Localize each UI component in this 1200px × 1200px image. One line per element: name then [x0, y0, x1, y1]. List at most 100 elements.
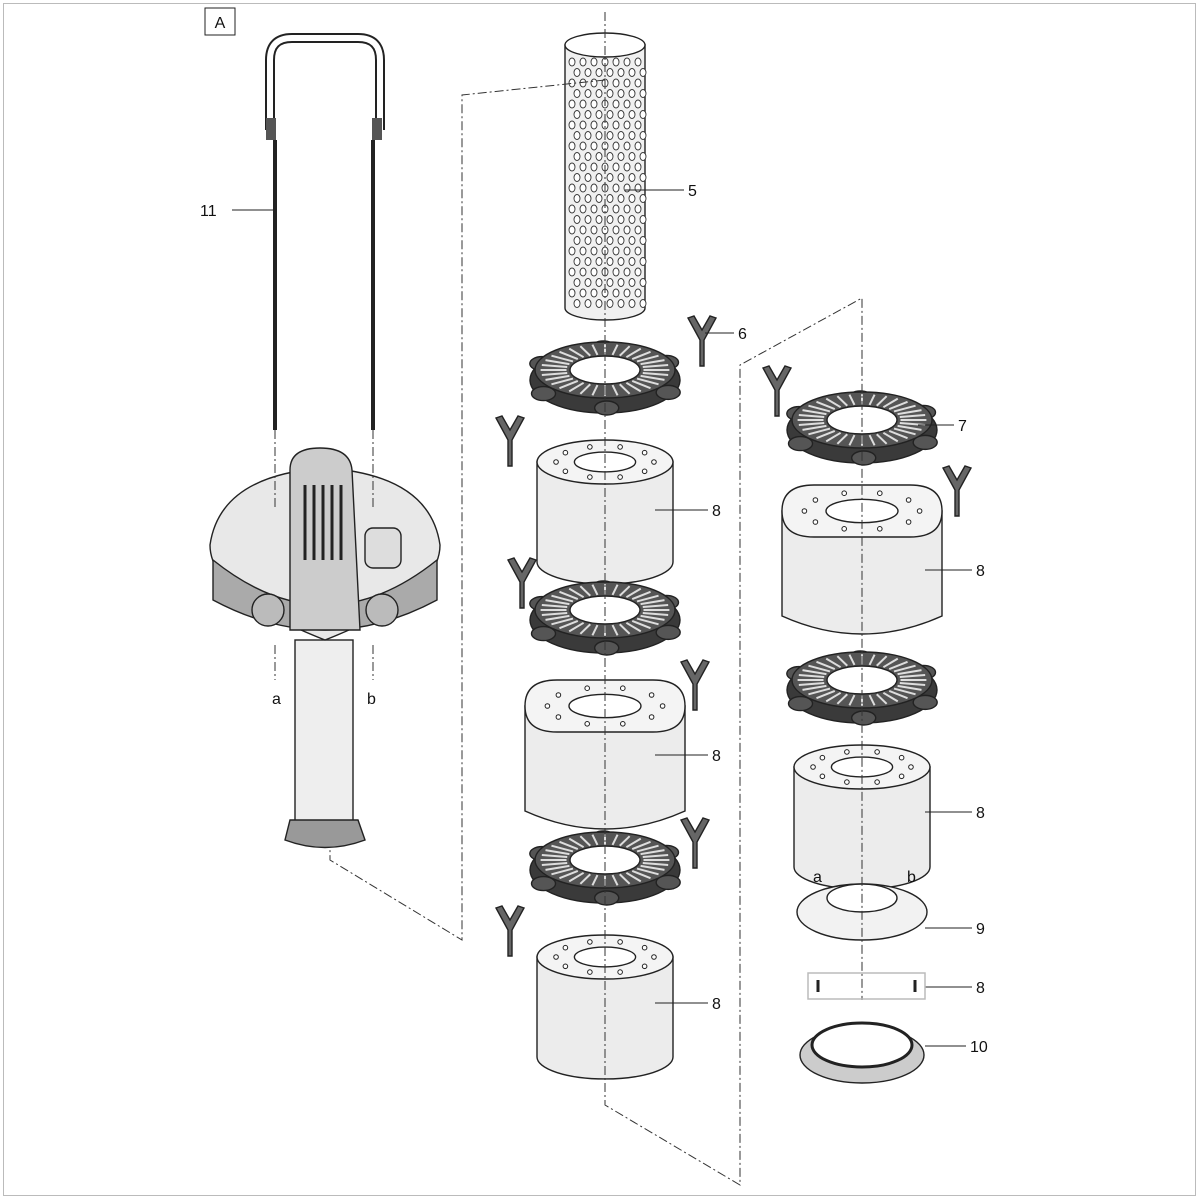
- tube-perforation: [573, 194, 581, 203]
- foam-hole-small: [641, 944, 648, 951]
- foam-hole-small: [916, 508, 923, 514]
- ring-slot: [882, 657, 899, 669]
- foam-hole-small: [659, 703, 666, 709]
- tube-perforation: [623, 267, 631, 277]
- ring-slot: [541, 612, 568, 617]
- callout-11: 11: [200, 203, 217, 220]
- handle-clip: [372, 118, 382, 140]
- tube-perforation: [595, 299, 603, 308]
- tube-perforation: [573, 152, 581, 161]
- tube-perforation: [595, 110, 603, 119]
- clip-body: [761, 365, 793, 417]
- tube-perforation: [590, 99, 598, 109]
- foam-hole-small: [876, 490, 883, 496]
- ring-tab: [530, 385, 557, 402]
- ring-slot: [808, 404, 831, 413]
- retaining-clip: [761, 365, 793, 417]
- ring-slot: [642, 363, 669, 368]
- ring-slot: [642, 853, 669, 858]
- panel-label: A: [215, 15, 226, 32]
- tube-perforation: [568, 225, 576, 235]
- tube-perforation: [639, 194, 647, 203]
- tube-perforation: [623, 99, 631, 109]
- foam-hole-small: [562, 944, 569, 951]
- ring-slot: [611, 624, 619, 636]
- ring-slot: [636, 867, 659, 876]
- ring-slot: [836, 395, 848, 407]
- ring-slot: [848, 434, 856, 446]
- clip-body: [679, 659, 711, 711]
- ring-slot: [625, 621, 642, 633]
- ring-slot: [545, 374, 570, 381]
- tube-perforation: [612, 183, 620, 193]
- tube-perforation: [573, 173, 581, 182]
- foam-hole-small: [544, 703, 551, 709]
- ring-slot: [882, 431, 899, 443]
- tube-perforation: [568, 120, 576, 130]
- tube-perforation: [579, 225, 587, 235]
- ring-slot: [541, 862, 568, 867]
- ring-slot: [551, 617, 574, 626]
- tube-perforation: [573, 215, 581, 224]
- ring-slot: [888, 689, 908, 700]
- ring-tab: [530, 625, 557, 642]
- ring-slot: [802, 669, 827, 676]
- retaining-clip: [494, 415, 526, 467]
- ring-slot: [551, 844, 574, 853]
- ring-slot: [808, 427, 831, 436]
- ring-slot: [568, 837, 585, 849]
- tube-perforation: [590, 246, 598, 256]
- tube-perforation: [617, 68, 625, 77]
- ring-slot: [568, 347, 585, 359]
- tube-perforation: [623, 204, 631, 214]
- ring-slot: [579, 835, 591, 847]
- tube-perforation: [606, 152, 614, 161]
- foam-hole-small: [841, 490, 848, 496]
- ring-slot: [568, 381, 585, 393]
- tube-perforation: [623, 57, 631, 67]
- ring-slot: [836, 655, 848, 667]
- foam-hole-small: [648, 692, 655, 698]
- filter-tube: [294, 639, 354, 826]
- tube-perforation: [628, 299, 636, 308]
- ring-slot: [868, 434, 876, 446]
- foam-hole-small: [876, 526, 883, 532]
- ring-slot: [568, 587, 585, 599]
- tube-perforation: [623, 120, 631, 130]
- ring-slot: [836, 693, 848, 705]
- ring-slot: [876, 395, 888, 407]
- tube-perforation: [639, 89, 647, 98]
- bottom-seal-ring: [799, 1021, 925, 1084]
- ring-slot: [611, 384, 619, 396]
- foam-hole-small: [619, 721, 626, 727]
- ring-slot: [591, 344, 599, 356]
- tube-perforation: [634, 183, 642, 193]
- ring-slot: [619, 623, 631, 635]
- ring-tab: [850, 450, 877, 466]
- callout-8: 8: [712, 748, 721, 765]
- ring-slot: [816, 429, 836, 440]
- retaining-clip: [679, 817, 711, 869]
- tube-perforation: [590, 57, 598, 67]
- tube-perforation: [634, 141, 642, 151]
- ring-slot: [559, 869, 579, 880]
- port-label-b: b: [907, 869, 916, 886]
- ring-slot: [541, 363, 568, 368]
- ring-slot: [619, 585, 631, 597]
- port-label-a: a: [813, 869, 822, 886]
- callout-8: 8: [712, 503, 721, 520]
- tube-perforation: [584, 278, 592, 287]
- tube-perforation: [623, 141, 631, 151]
- tube-perforation: [606, 299, 614, 308]
- tube-perforation: [612, 246, 620, 256]
- tube-perforation: [573, 236, 581, 245]
- foam-hole-small: [617, 969, 623, 975]
- ring-slot: [868, 654, 876, 666]
- tube-perforation: [612, 204, 620, 214]
- clip-body: [686, 315, 718, 367]
- handle-grip: [265, 33, 385, 130]
- foam-hole-small: [819, 773, 826, 780]
- tube-perforation: [639, 278, 647, 287]
- ring-slot: [893, 687, 916, 696]
- panel-label-box: A: [204, 7, 236, 36]
